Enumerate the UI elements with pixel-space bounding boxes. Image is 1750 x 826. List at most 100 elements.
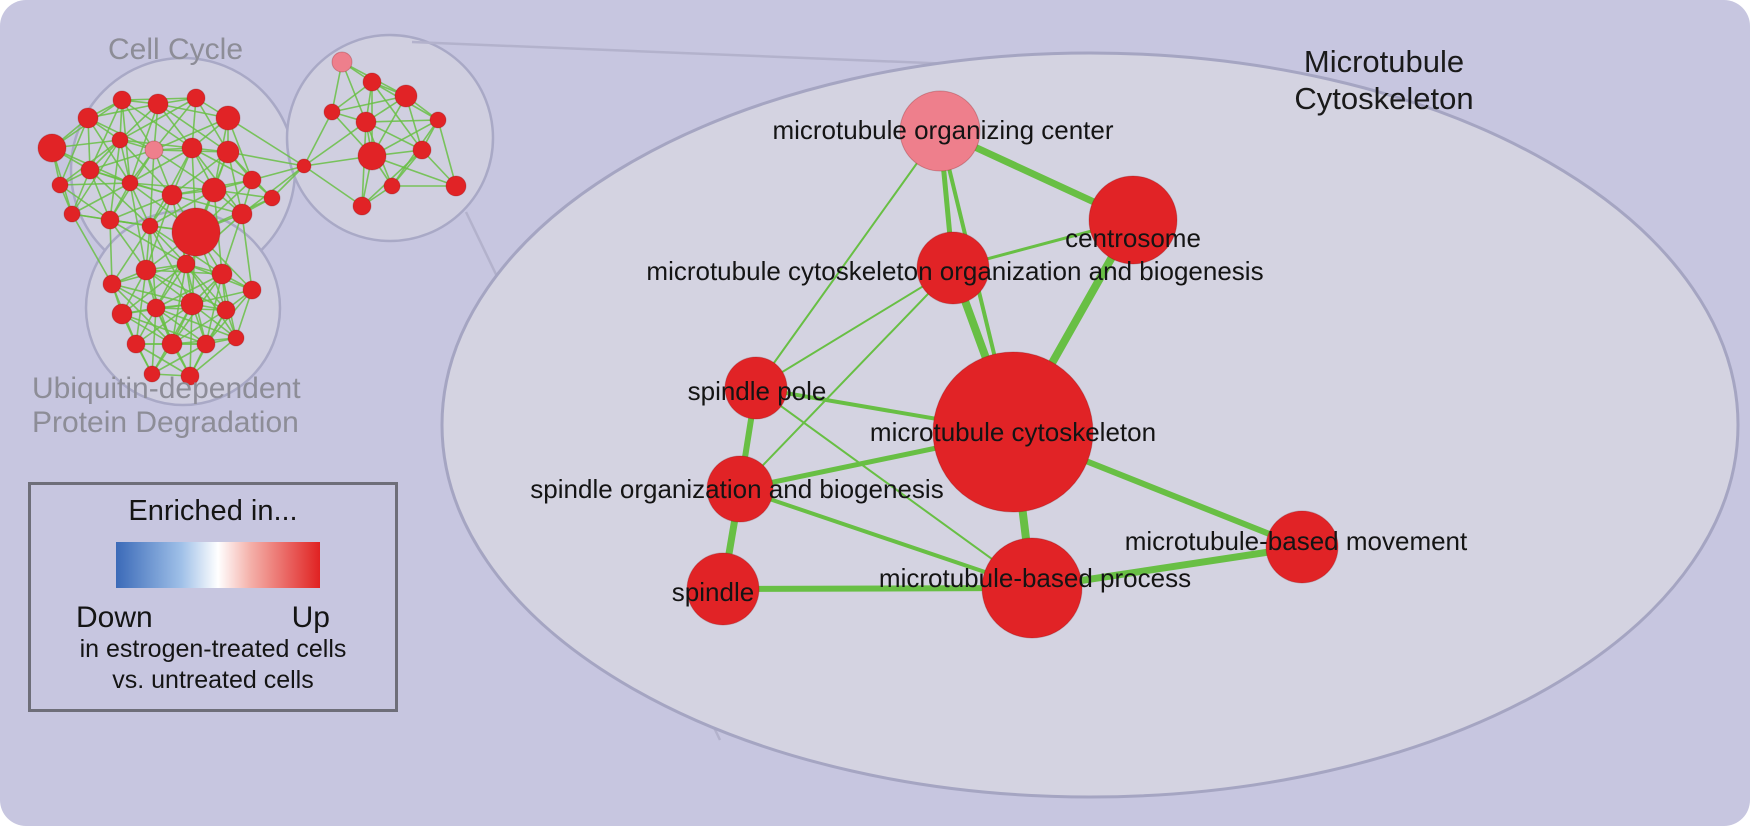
mini-node: [201, 177, 227, 203]
mini-node: [429, 111, 447, 129]
mini-edge: [189, 337, 237, 377]
mini-edge: [227, 117, 305, 167]
node-label-spindlepole: spindle pole: [688, 376, 827, 406]
mini-edge: [185, 263, 237, 339]
mini-node: [144, 140, 164, 160]
mini-node: [296, 158, 312, 174]
focus-cluster-title-line2: Cytoskeleton: [1294, 80, 1474, 116]
mini-node: [100, 210, 120, 230]
mini-edge: [135, 343, 191, 377]
legend-axis-labels: Down Up: [76, 601, 330, 635]
mini-node: [352, 196, 372, 216]
node-spindle: [686, 552, 760, 626]
mini-node: [394, 84, 418, 108]
mini-edge: [121, 99, 155, 151]
mini-node: [196, 334, 216, 354]
node-mtc: [932, 351, 1094, 513]
edge-spindlepole-mtbp: [755, 387, 1033, 589]
mini-node: [51, 176, 69, 194]
mini-edge: [151, 343, 207, 375]
mini-node: [323, 103, 341, 121]
mini-node: [80, 160, 100, 180]
mini-edge: [109, 219, 147, 271]
mini-node: [412, 140, 432, 160]
node-spindlepole: [724, 356, 788, 420]
mini-edge: [365, 121, 423, 151]
mini-node: [216, 140, 240, 164]
mini-node: [126, 334, 146, 354]
mini-edge: [119, 97, 197, 141]
mini-edge: [59, 182, 131, 186]
mini-node: [362, 72, 382, 92]
mini-node: [180, 366, 200, 386]
mini-node: [77, 107, 99, 129]
mini-edge: [227, 151, 305, 167]
node-orgbio: [916, 231, 990, 305]
ubiquitin-cluster-label-line1: Ubiquitin-dependent: [32, 372, 301, 405]
node-label-centrosome: centrosome: [1065, 223, 1201, 253]
mini-edge: [135, 303, 193, 345]
mini-node: [242, 170, 262, 190]
mini-edge: [135, 269, 147, 345]
node-spindleorg: [706, 455, 774, 523]
cell-cycle-cluster-label: Cell Cycle: [108, 33, 244, 66]
legend-caption-line2: vs. untreated cells: [112, 666, 314, 694]
mini-edge: [241, 213, 253, 291]
mini-node: [161, 184, 183, 206]
mini-node: [242, 280, 262, 300]
mini-node: [263, 189, 281, 207]
mini-edge: [221, 213, 243, 275]
mini-node: [357, 141, 387, 171]
mini-node: [143, 365, 161, 383]
edge-orgbio-spindleorg: [739, 267, 954, 490]
mini-edge: [171, 263, 187, 345]
mini-node: [161, 333, 183, 355]
focus-cluster-title: Microtubule Cytoskeleton: [1268, 44, 1500, 117]
mini-node: [181, 137, 203, 159]
mini-edge: [189, 303, 193, 377]
node-mtbp: [981, 537, 1083, 639]
mini-node: [171, 207, 221, 257]
mini-node: [146, 298, 166, 318]
mini-node: [331, 51, 353, 73]
node-label-mtbm: microtubule-based movement: [1125, 526, 1468, 556]
mini-node: [231, 203, 253, 225]
legend-down-label: Down: [76, 601, 153, 634]
mini-edge: [191, 147, 253, 181]
mini-edge: [153, 97, 197, 151]
mini-edge: [129, 182, 147, 271]
mini-node: [135, 259, 157, 281]
mini-node: [37, 133, 67, 163]
mini-edge: [111, 225, 151, 285]
mini-node: [63, 205, 81, 223]
mini-edge: [341, 61, 367, 123]
mini-edge: [303, 111, 333, 167]
node-moc: [899, 90, 981, 172]
mini-node: [180, 292, 204, 316]
node-label-moc: microtubule organizing center: [772, 115, 1113, 145]
mini-edge: [437, 119, 457, 187]
edge-spindleorg-mtbp: [738, 487, 1034, 590]
edge-orgbio-spindlepole: [755, 267, 954, 389]
mini-edge: [89, 169, 151, 227]
mini-edge: [185, 263, 227, 311]
mini-edge: [241, 165, 305, 215]
node-mtbm: [1265, 510, 1339, 584]
mini-node: [111, 303, 133, 325]
mini-node: [445, 175, 467, 197]
mini-edge: [149, 149, 155, 227]
mini-edge: [151, 307, 157, 375]
mini-node: [216, 300, 236, 320]
legend: Enriched in... Down Up in estrogen-treat…: [28, 482, 398, 712]
mini-edge: [111, 283, 173, 345]
mini-edge: [155, 307, 237, 339]
ubiquitin-cluster-label: Ubiquitin-dependent Protein Degradation: [32, 372, 301, 439]
mini-edge: [121, 263, 187, 315]
mini-edge: [129, 103, 159, 184]
legend-gradient-bar: [116, 542, 320, 588]
mini-node: [215, 105, 241, 131]
mini-edge: [303, 165, 363, 207]
mini-edge: [149, 225, 193, 305]
node-label-spindle: spindle: [672, 577, 754, 607]
